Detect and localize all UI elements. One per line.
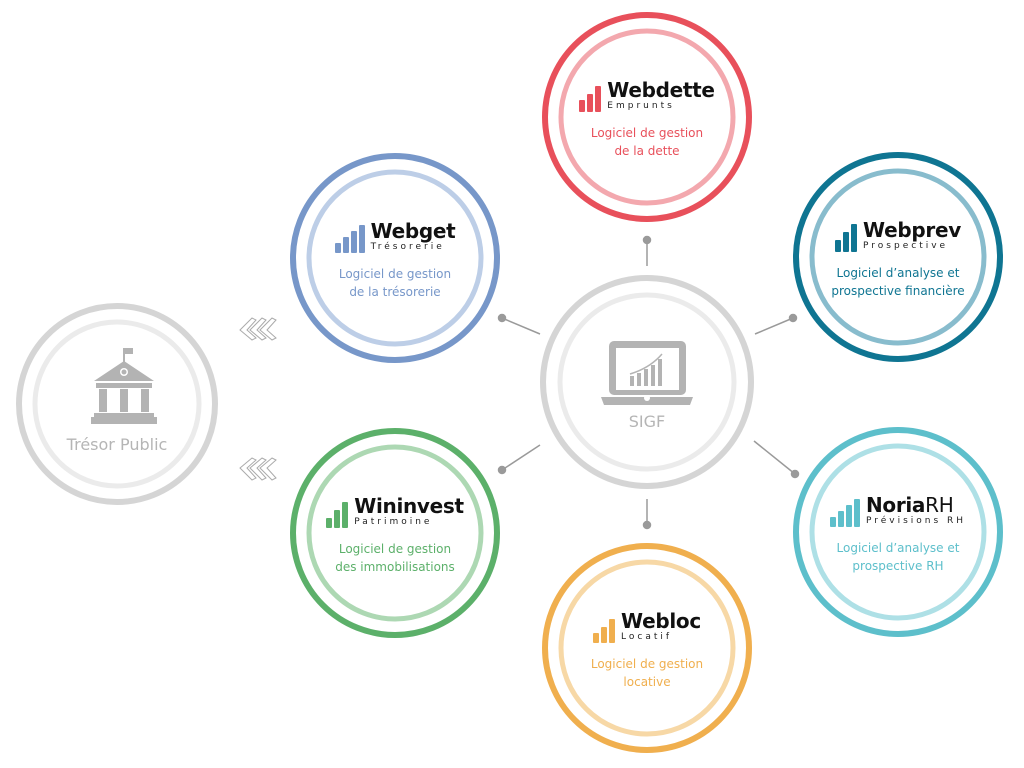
description-line: de la dette [614,144,680,158]
wininvest-inner-ring [306,444,484,622]
bar-chart-icon [829,499,860,527]
module-description: Logiciel d’analyse et prospective RH [808,539,988,575]
wininvest-logo: Wininvest Patrimoine [305,496,485,528]
description-line: des immobilisations [335,560,455,574]
module-name: Webprev [863,218,961,242]
module-subtitle: Patrimoine [354,517,433,527]
connector-dot [642,235,652,245]
connector-webprev [754,317,794,335]
noriarh-inner-ring [809,443,987,621]
module-webget[interactable]: Webget Trésorerie Logiciel de gestion de … [305,221,485,301]
webloc-outer-ring [542,543,752,753]
connector-dot [497,313,507,323]
bank-building-icon [91,348,157,424]
module-description: Logiciel de gestion de la trésorerie [305,265,485,301]
description-line: Logiciel de gestion [590,126,704,140]
module-subtitle: Emprunts [607,101,675,111]
module-name: Webget [370,219,456,243]
description-line: locative [623,675,671,689]
description-line: prospective RH [852,559,944,573]
webdette-inner-ring [558,28,736,206]
connector-dot [497,465,507,475]
module-name: Webloc [621,609,701,633]
description-line: Logiciel d’analyse et [836,541,960,555]
module-description: Logiciel de gestion locative [557,655,737,691]
webprev-inner-ring [809,168,987,346]
chevron-left-icon [239,457,277,481]
treasury-outer-ring [16,303,218,505]
description-line: Logiciel de gestion [338,267,452,281]
description-line: Logiciel d’analyse et [836,266,960,280]
module-wininvest[interactable]: Wininvest Patrimoine Logiciel de gestion… [305,496,485,576]
module-description: Logiciel de gestion des immobilisations [305,540,485,576]
webprev-logo: Webprev Prospective [808,220,988,252]
connector-dot [642,520,652,530]
description-line: Logiciel de gestion [338,542,452,556]
module-description: Logiciel de gestion de la dette [557,124,737,160]
module-subtitle: Locatif [621,632,673,642]
description-line: de la trésorerie [349,285,441,299]
sigf-inner-ring [557,292,737,472]
description-line: prospective financière [831,284,965,298]
noriarh-outer-ring [793,427,1003,637]
treasury-label: Trésor Public [66,435,168,454]
connector-webget [501,317,541,335]
bar-chart-icon [326,502,349,528]
connector-noriarh [753,440,796,475]
webloc-inner-ring [558,559,736,737]
module-noriarh[interactable]: NoriaRH Prévisions RH Logiciel d’analyse… [808,495,988,575]
connector-dot [788,313,798,323]
bar-chart-icon [593,617,616,643]
treasury-inner-ring [32,319,202,489]
noriarh-logo: NoriaRH Prévisions RH [808,495,988,527]
bar-chart-icon [579,86,602,112]
connector-wininvest [501,444,541,471]
module-webloc[interactable]: Webloc Locatif Logiciel de gestion locati… [557,611,737,691]
module-name: Webdette [607,78,715,102]
webdette-logo: Webdette Emprunts [557,80,737,112]
webget-logo: Webget Trésorerie [305,221,485,253]
description-line: Logiciel de gestion [590,657,704,671]
connectors [497,235,800,530]
module-name: NoriaRH [865,493,954,517]
webprev-outer-ring [793,152,1003,362]
connector-dot [790,469,800,479]
bar-chart-icon [835,224,858,252]
module-description: Logiciel d’analyse et prospective financi… [808,264,988,300]
module-webprev[interactable]: Webprev Prospective Logiciel d’analyse e… [808,220,988,300]
webloc-logo: Webloc Locatif [557,611,737,643]
module-subtitle: Prospective [863,241,949,251]
laptop-chart-icon [601,341,693,405]
chevron-left-icon [239,317,277,341]
module-webdette[interactable]: Webdette Emprunts Logiciel de gestion de … [557,80,737,160]
bar-chart-icon [334,225,365,253]
webget-inner-ring [306,169,484,347]
webget-outer-ring [290,153,500,363]
wininvest-outer-ring [290,428,500,638]
module-subtitle: Prévisions RH [865,516,967,526]
sigf-label: SIGF [628,412,666,431]
webdette-outer-ring [542,12,752,222]
module-subtitle: Trésorerie [370,242,445,252]
module-name: Wininvest [354,494,464,518]
